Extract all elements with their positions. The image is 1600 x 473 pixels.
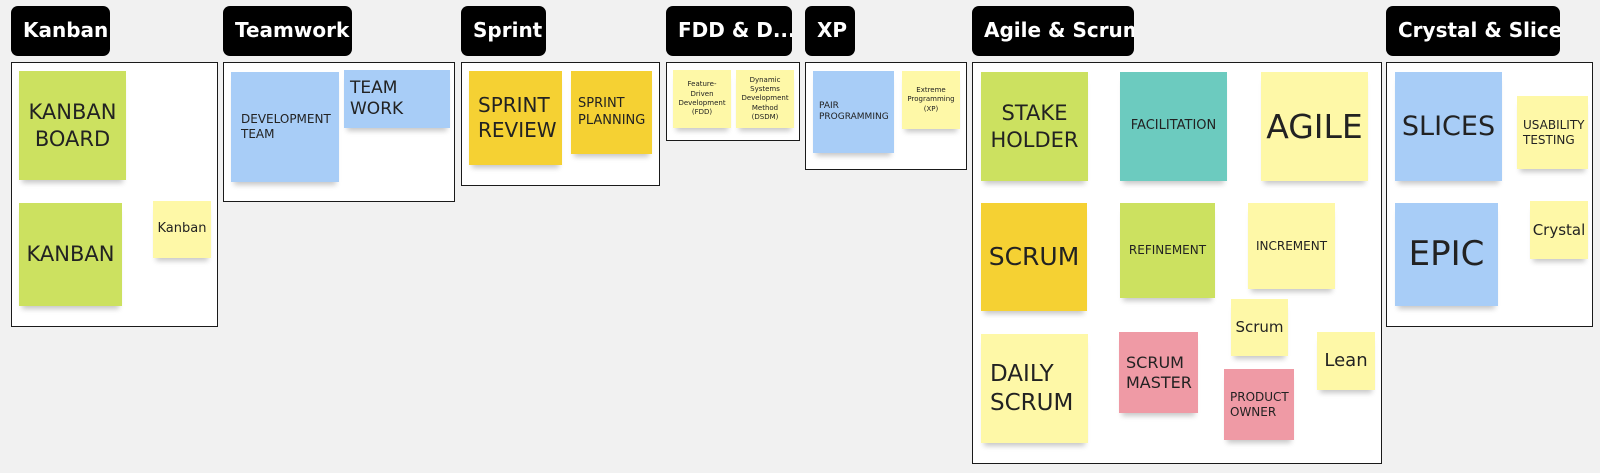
sticky-note-text: DEVELOPMENT TEAM: [241, 112, 331, 141]
sticky-note-scrum-small[interactable]: Scrum: [1231, 299, 1288, 356]
sticky-note-text: KANBAN BOARD: [28, 100, 117, 151]
sticky-note-text: PRODUCT OWNER: [1230, 389, 1289, 419]
sticky-note-sprint-planning[interactable]: SPRINT PLANNING: [571, 71, 652, 154]
sticky-note-daily-scrum[interactable]: DAILY SCRUM: [981, 334, 1088, 443]
frame-title-kanban[interactable]: Kanban: [11, 6, 110, 56]
frame-title-sprint[interactable]: Sprint: [461, 6, 546, 56]
sticky-note-text: Feature- Driven Development (FDD): [678, 80, 726, 117]
sticky-note-dsdm[interactable]: Dynamic Systems Development Method (DSDM…: [736, 70, 794, 128]
sticky-note-text: PAIR PROGRAMMING: [819, 100, 889, 122]
sticky-note-usability-testing[interactable]: USABILITY TESTING: [1517, 96, 1588, 169]
sticky-note-text: Dynamic Systems Development Method (DSDM…: [741, 76, 789, 121]
sticky-note-text: REFINEMENT: [1128, 243, 1207, 257]
sticky-note-refinement[interactable]: REFINEMENT: [1120, 203, 1215, 298]
sticky-note-product-owner[interactable]: PRODUCT OWNER: [1224, 369, 1294, 440]
frame-title-xp[interactable]: XP: [805, 6, 855, 56]
sticky-note-lean[interactable]: Lean: [1317, 332, 1375, 390]
sticky-note-extreme-programming[interactable]: Extreme Programming (XP): [902, 71, 960, 129]
sticky-note-slices[interactable]: SLICES: [1395, 72, 1502, 181]
sticky-note-text: STAKE HOLDER: [990, 101, 1079, 152]
sticky-note-agile[interactable]: AGILE: [1261, 72, 1368, 181]
sticky-note-text: KANBAN: [26, 242, 115, 267]
sticky-note-team-work[interactable]: TEAM WORK: [344, 70, 450, 128]
sticky-note-sprint-review[interactable]: SPRINT REVIEW: [469, 71, 562, 165]
sticky-note-text: SCRUM MASTER: [1126, 352, 1192, 392]
sticky-note-development-team[interactable]: DEVELOPMENT TEAM: [231, 72, 339, 182]
sticky-note-epic[interactable]: EPIC: [1395, 203, 1498, 306]
sticky-note-text: Lean: [1324, 349, 1368, 371]
sticky-note-stake-holder[interactable]: STAKE HOLDER: [981, 72, 1088, 181]
sticky-note-kanban[interactable]: KANBAN: [19, 203, 122, 306]
frame-title-crystal-slices[interactable]: Crystal & Slices: [1386, 6, 1560, 56]
sticky-note-text: SPRINT PLANNING: [578, 96, 646, 128]
sticky-note-text: SLICES: [1401, 110, 1496, 142]
sticky-note-text: DAILY SCRUM: [990, 360, 1074, 416]
sticky-note-text: EPIC: [1408, 234, 1485, 275]
sticky-note-scrum[interactable]: SCRUM: [981, 203, 1087, 311]
sticky-note-increment[interactable]: INCREMENT: [1248, 203, 1335, 289]
sticky-note-crystal[interactable]: Crystal: [1530, 201, 1588, 259]
frame-title-fdd[interactable]: FDD & D...: [666, 6, 792, 56]
frame-title-agile-scrum[interactable]: Agile & Scrum: [972, 6, 1134, 56]
sticky-note-text: TEAM WORK: [350, 77, 404, 119]
sticky-note-text: Scrum: [1235, 318, 1284, 337]
sticky-note-fdd[interactable]: Feature- Driven Development (FDD): [673, 70, 731, 128]
sticky-note-text: USABILITY TESTING: [1523, 117, 1585, 147]
sticky-note-text: FACILITATION: [1130, 118, 1217, 134]
sticky-note-pair-programming[interactable]: PAIR PROGRAMMING: [813, 71, 894, 153]
sticky-note-facilitation[interactable]: FACILITATION: [1120, 72, 1227, 181]
sticky-note-kanban-small[interactable]: Kanban: [153, 201, 211, 258]
sticky-note-text: SCRUM: [988, 242, 1080, 272]
sticky-note-scrum-master[interactable]: SCRUM MASTER: [1119, 332, 1198, 413]
frame-title-teamwork[interactable]: Teamwork: [223, 6, 352, 56]
sticky-note-text: INCREMENT: [1255, 238, 1328, 253]
sticky-note-kanban-board[interactable]: KANBAN BOARD: [19, 71, 126, 180]
sticky-note-text: Kanban: [157, 221, 207, 237]
sticky-note-text: AGILE: [1266, 106, 1363, 146]
sticky-note-text: SPRINT REVIEW: [478, 93, 557, 142]
sticky-note-text: Crystal: [1532, 220, 1586, 239]
sticky-note-text: Extreme Programming (XP): [907, 85, 955, 113]
